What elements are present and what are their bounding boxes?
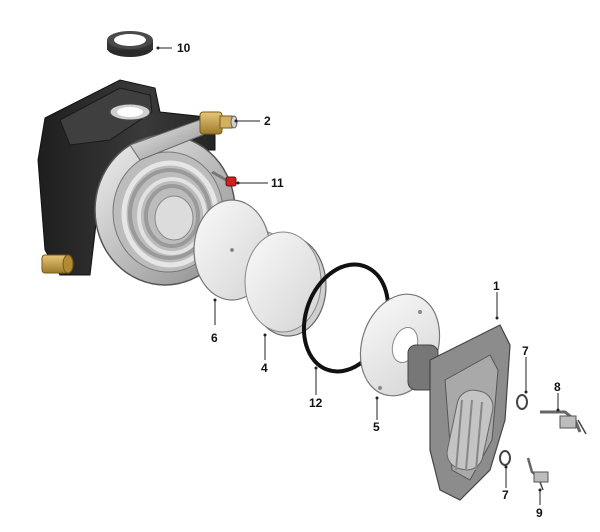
ignition-electrode-icon <box>540 410 587 435</box>
callout-8: 8 <box>554 380 561 394</box>
callout-1: 1 <box>493 279 500 293</box>
callout-4: 4 <box>261 361 268 375</box>
callout-leaders <box>156 46 560 505</box>
callout-9: 9 <box>536 506 543 520</box>
clip-icon <box>516 394 528 410</box>
clip-icon <box>499 450 511 466</box>
insulation-panel-icon <box>244 231 327 337</box>
callout-6: 6 <box>211 331 218 345</box>
ionisation-electrode-icon <box>526 457 549 491</box>
sealing-ring-icon <box>107 31 153 57</box>
callout-7-lower: 7 <box>502 488 509 502</box>
brass-fitting-icon <box>199 111 238 135</box>
callout-11: 11 <box>271 176 284 190</box>
callout-5: 5 <box>373 420 380 434</box>
callout-2: 2 <box>264 114 271 128</box>
callout-10: 10 <box>177 41 191 55</box>
callout-7-upper: 7 <box>522 344 529 358</box>
burner-door-icon <box>407 324 511 501</box>
sensor-probe-icon <box>211 170 237 187</box>
callout-12: 12 <box>309 396 323 410</box>
